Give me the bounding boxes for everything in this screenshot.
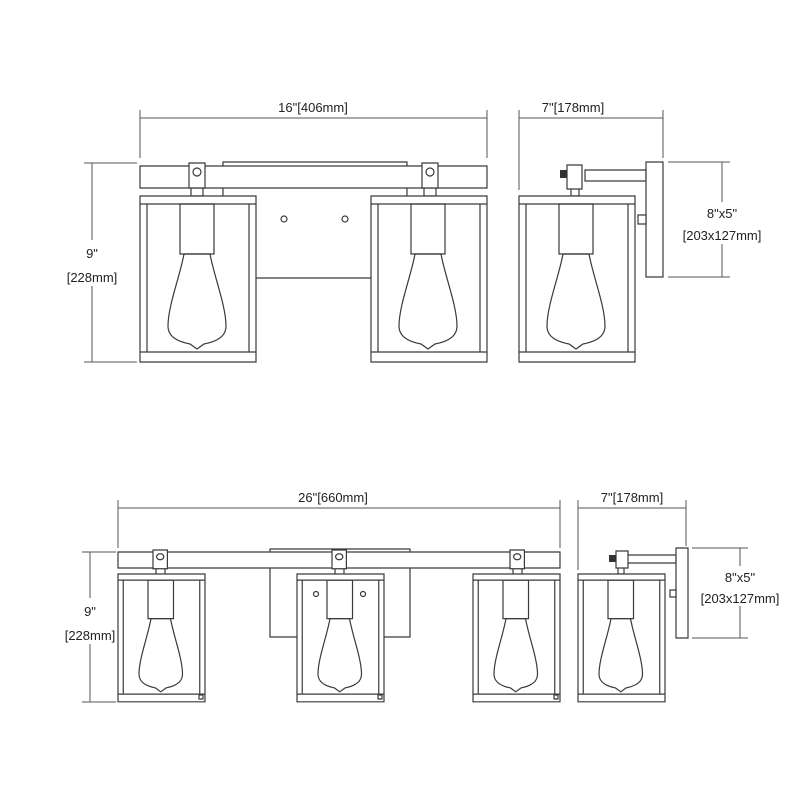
shade-with-bulb [370,195,488,363]
knuckle [421,162,439,189]
mount-hole [314,592,319,597]
arm [627,555,676,563]
height-mm-label: [228mm] [65,628,116,643]
shade-with-bulb [518,195,636,363]
width-dimension: 16"[406mm] [139,100,488,158]
knuckle [152,549,168,570]
height-dimension: 9" [228mm] [60,162,137,363]
backplate-mm-label: [203x127mm] [701,591,780,606]
top-front-view: 16"[406mm] 9" [228mm] [60,100,488,363]
wall-plate [646,162,663,277]
top-side-view: 7"[178mm] 8"x5" [203x127mm] [518,100,772,363]
height-in-label: 9" [86,246,98,261]
wall-plate [676,548,688,638]
shade-with-bulb [296,573,385,703]
width-label: 16"[406mm] [278,100,348,115]
width-label: 26"[660mm] [298,490,368,505]
backplate-mm-label: [203x127mm] [683,228,762,243]
depth-label: 7"[178mm] [601,490,663,505]
mount-hole [361,592,366,597]
nut [560,170,567,178]
arm [585,170,646,181]
depth-label: 7"[178mm] [542,100,604,115]
backplate-in-label: 8"x5" [725,570,756,585]
shade-with-bulb [472,573,561,703]
knuckle [188,162,206,189]
crossbar [140,166,487,188]
knuckle [331,549,347,570]
bottom-front-view: 26"[660mm] 9" [228mm] [58,490,561,703]
shade-with-bulb [139,195,257,363]
shade-with-bulb [117,573,206,703]
backplate-in-label: 8"x5" [707,206,738,221]
nut [609,555,616,562]
shade-with-bulb [577,573,666,703]
knuckle [509,549,525,570]
mount-hole [281,216,287,222]
mount-hole [342,216,348,222]
height-in-label: 9" [84,604,96,619]
bottom-side-view: 7"[178mm] 8"x5" [203x127mm] [577,490,788,703]
height-mm-label: [228mm] [67,270,118,285]
